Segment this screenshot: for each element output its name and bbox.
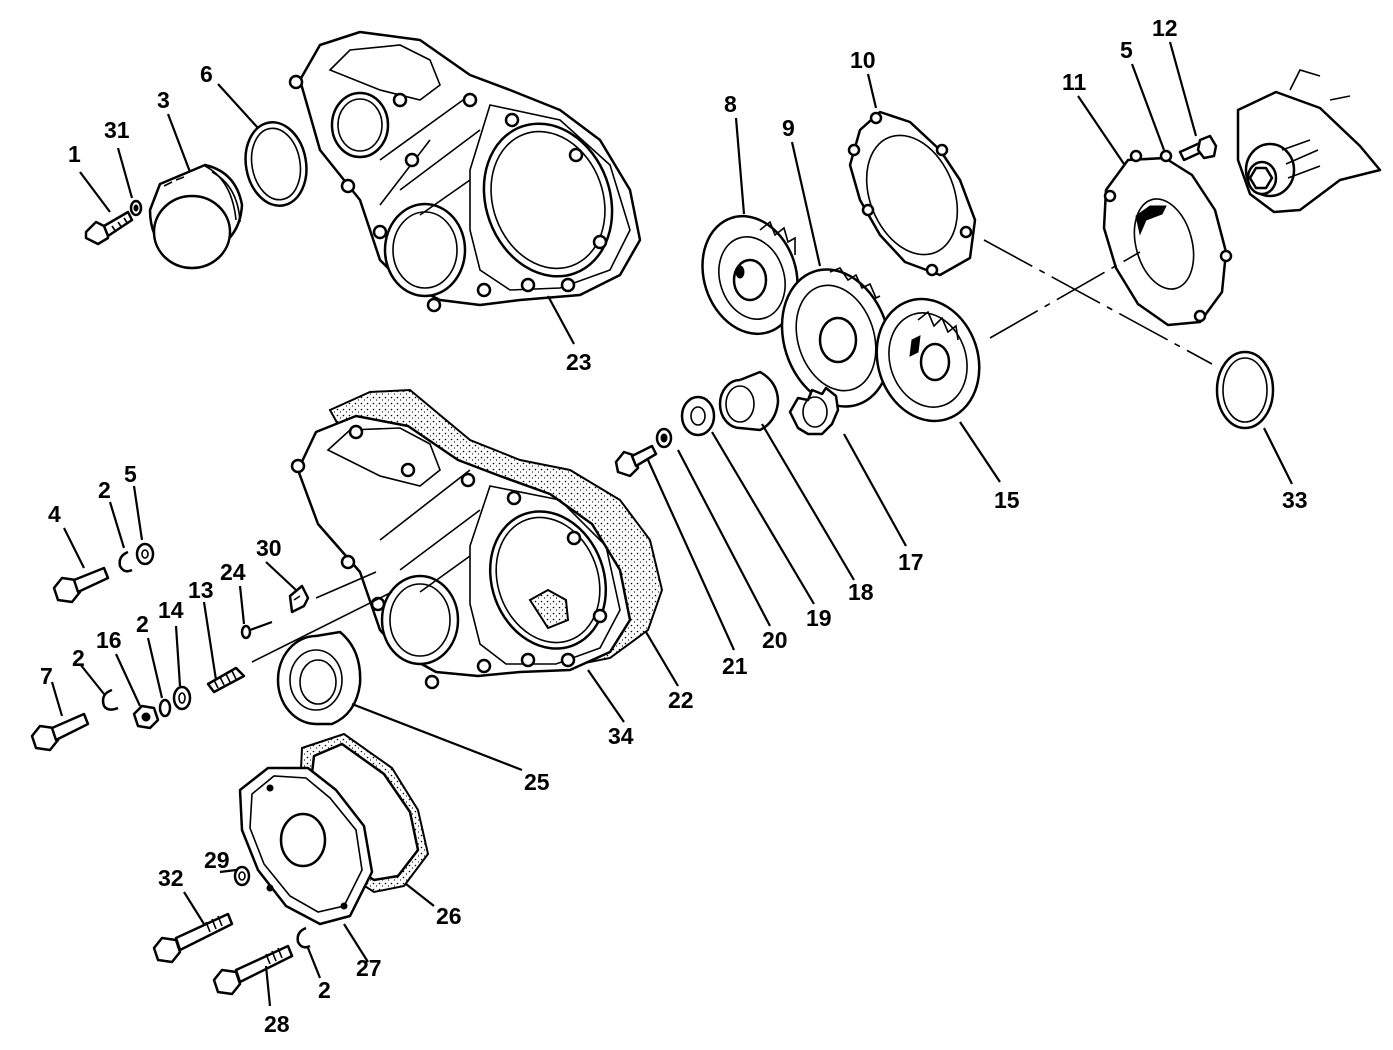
- washer-5b: [135, 542, 155, 566]
- callout-5-top: 5: [1120, 37, 1133, 63]
- washer-19: [680, 395, 716, 437]
- callout-4: 4: [48, 501, 61, 527]
- bolt-1: [84, 210, 134, 246]
- callout-2-row2b: 2: [72, 645, 85, 671]
- callout-12: 12: [1152, 15, 1178, 41]
- gasket-10: [847, 110, 977, 277]
- callout-5-left: 5: [124, 461, 137, 487]
- callout-18: 18: [848, 579, 874, 605]
- lock-washer-2b: [158, 698, 172, 718]
- callout-33: 33: [1282, 487, 1308, 513]
- washer-14: [172, 685, 192, 711]
- bolt-7: [30, 712, 90, 752]
- callout-17: 17: [898, 549, 924, 575]
- stud-axis: [251, 591, 393, 663]
- washer-31: [129, 199, 143, 217]
- callout-15: 15: [994, 487, 1020, 513]
- callout-25: 25: [524, 769, 550, 795]
- callout-9: 9: [782, 115, 795, 141]
- lock-washer-2c: [101, 688, 119, 711]
- shaft-assembly-partial: [1236, 69, 1382, 214]
- lock-washer-2d: [296, 926, 311, 949]
- callout-10: 10: [850, 47, 876, 73]
- callout-11: 11: [1062, 69, 1087, 95]
- washer-20: [655, 427, 673, 449]
- leader-lines: [50, 41, 1293, 1007]
- alignment-axes: [983, 239, 1213, 365]
- bolt-28: [212, 944, 294, 996]
- callout-34: 34: [608, 723, 634, 749]
- callout-16: 16: [96, 627, 122, 653]
- housing-23: [288, 30, 642, 313]
- gear-15: [875, 297, 981, 423]
- nut-16: [132, 704, 160, 730]
- gear-17: [788, 386, 840, 436]
- callout-23: 23: [566, 349, 592, 375]
- bolt-4: [52, 566, 110, 604]
- callout-29: 29: [204, 847, 230, 873]
- lock-washer-2a: [118, 550, 133, 573]
- callout-21: 21: [722, 653, 748, 679]
- callout-32: 32: [158, 865, 184, 891]
- callout-27: 27: [356, 955, 382, 981]
- callout-6: 6: [200, 61, 213, 87]
- bracket-30: [288, 584, 310, 614]
- pin-24: [240, 620, 273, 640]
- callout-8: 8: [724, 91, 737, 117]
- callout-20: 20: [762, 627, 788, 653]
- callout-14: 14: [158, 597, 184, 623]
- callout-2-row1: 2: [98, 477, 111, 503]
- callout-24: 24: [220, 559, 246, 585]
- bushing-18: [718, 370, 780, 432]
- housing-34: [290, 414, 632, 690]
- o-ring-33: [1215, 350, 1275, 430]
- bolt-12: [1178, 134, 1218, 162]
- callout-labels: 1 31 3 6 23 8 9 10 11 5 12 33 15 17 18 1…: [40, 15, 1308, 1037]
- cover-11: [1102, 149, 1233, 327]
- callout-1: 1: [68, 141, 81, 167]
- callout-31: 31: [104, 117, 130, 143]
- callout-7: 7: [40, 663, 53, 689]
- bracket-axis: [315, 571, 377, 599]
- washer-29: [233, 865, 251, 887]
- callout-28: 28: [264, 1011, 290, 1037]
- gear-8: [701, 214, 799, 336]
- seal-25: [276, 630, 362, 726]
- bolt-21: [614, 444, 658, 478]
- cap-3: [148, 163, 244, 270]
- stud-13: [206, 666, 246, 694]
- bolt-32: [152, 912, 234, 964]
- callout-26: 26: [436, 903, 462, 929]
- callout-22: 22: [668, 687, 694, 713]
- o-ring-6: [244, 121, 308, 207]
- callout-3: 3: [157, 87, 170, 113]
- callout-19: 19: [806, 605, 832, 631]
- callout-30: 30: [256, 535, 282, 561]
- callout-13: 13: [188, 577, 214, 603]
- callout-2-row2: 2: [136, 611, 149, 637]
- callout-2-bottom: 2: [318, 977, 331, 1003]
- cover-27: [238, 766, 374, 926]
